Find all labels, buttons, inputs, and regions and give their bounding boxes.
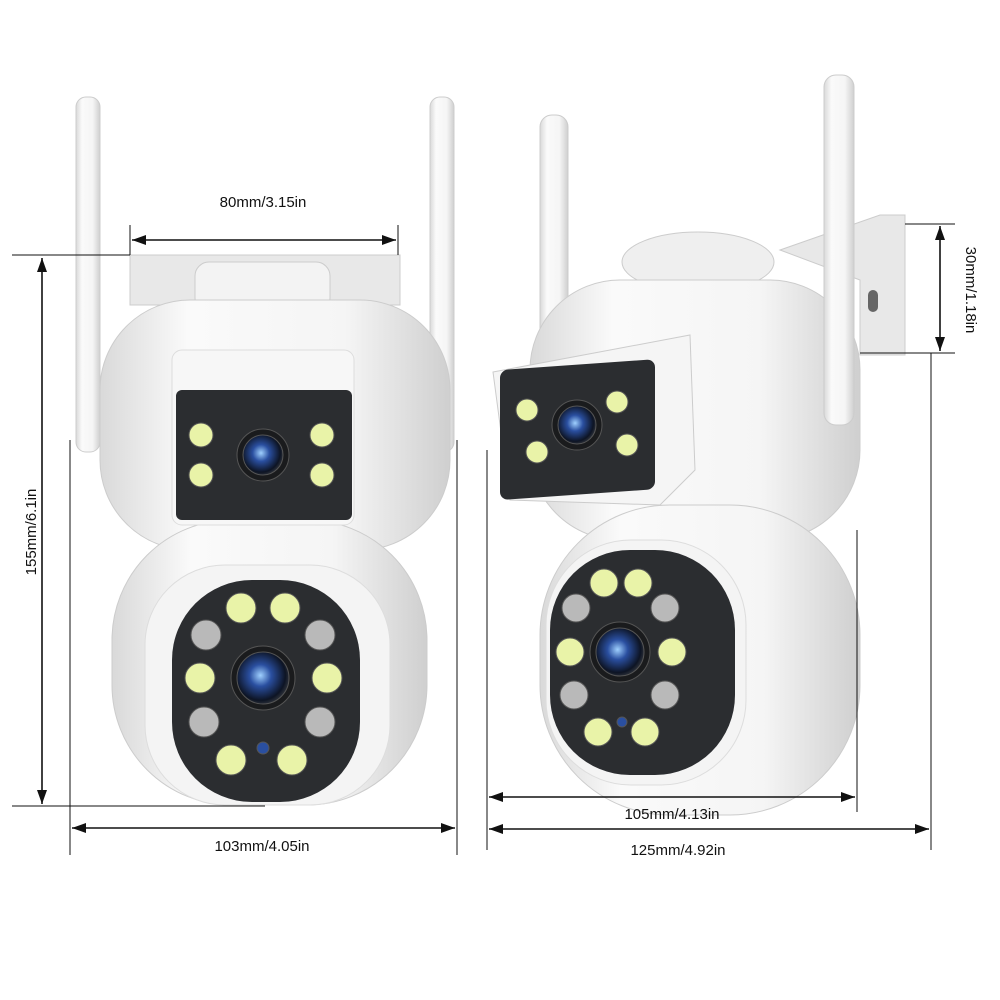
ir-led-icon <box>650 593 680 623</box>
dimension-left-width: 103mm/4.05in <box>69 440 458 855</box>
white-led-icon <box>515 398 539 422</box>
white-led-icon <box>269 592 301 624</box>
white-led-icon <box>276 744 308 776</box>
white-led-icon <box>215 744 247 776</box>
white-led-icon <box>589 568 619 598</box>
camera-lens-icon <box>557 405 597 445</box>
ir-led-icon <box>561 593 591 623</box>
antenna-right <box>823 74 855 426</box>
dimension-bracket-width: 80mm/3.15in <box>129 194 399 255</box>
antenna-left <box>75 96 101 453</box>
white-led-icon <box>184 662 216 694</box>
camera-lens-icon <box>236 651 290 705</box>
white-led-icon <box>555 637 585 667</box>
dimension-left-height: 155mm/6.1in <box>12 254 265 807</box>
ir-led-icon <box>650 680 680 710</box>
sensor-icon <box>616 716 628 728</box>
dimension-label: 125mm/4.92in <box>630 842 725 859</box>
dimension-label: 105mm/4.13in <box>624 806 719 823</box>
dimension-label: 103mm/4.05in <box>214 838 309 855</box>
white-led-icon <box>188 422 214 448</box>
camera-lens-icon <box>242 434 284 476</box>
white-led-icon <box>309 462 335 488</box>
dimension-label: 30mm/1.18in <box>962 247 979 334</box>
white-led-icon <box>605 390 629 414</box>
ir-led-icon <box>304 706 336 738</box>
ir-led-icon <box>190 619 222 651</box>
ir-led-icon <box>304 619 336 651</box>
white-led-icon <box>188 462 214 488</box>
sensor-icon <box>256 741 270 755</box>
white-led-icon <box>311 662 343 694</box>
dimension-label: 155mm/6.1in <box>23 489 40 576</box>
side-view-camera <box>492 74 906 816</box>
white-led-icon <box>630 717 660 747</box>
white-led-icon <box>583 717 613 747</box>
wall-bracket <box>778 214 906 356</box>
white-led-icon <box>623 568 653 598</box>
white-led-icon <box>657 637 687 667</box>
white-led-icon <box>309 422 335 448</box>
white-led-icon <box>615 433 639 457</box>
ir-led-icon <box>559 680 589 710</box>
dimension-right-body-width: 105mm/4.13in <box>489 792 855 823</box>
dimension-bracket-depth: 30mm/1.18in <box>860 223 979 354</box>
dimension-label: 80mm/3.15in <box>220 194 307 211</box>
dimension-right-total-width: 125mm/4.92in <box>489 824 929 859</box>
front-view-camera <box>75 96 455 806</box>
white-led-icon <box>525 440 549 464</box>
ir-led-icon <box>188 706 220 738</box>
white-led-icon <box>225 592 257 624</box>
camera-lens-icon <box>595 627 645 677</box>
